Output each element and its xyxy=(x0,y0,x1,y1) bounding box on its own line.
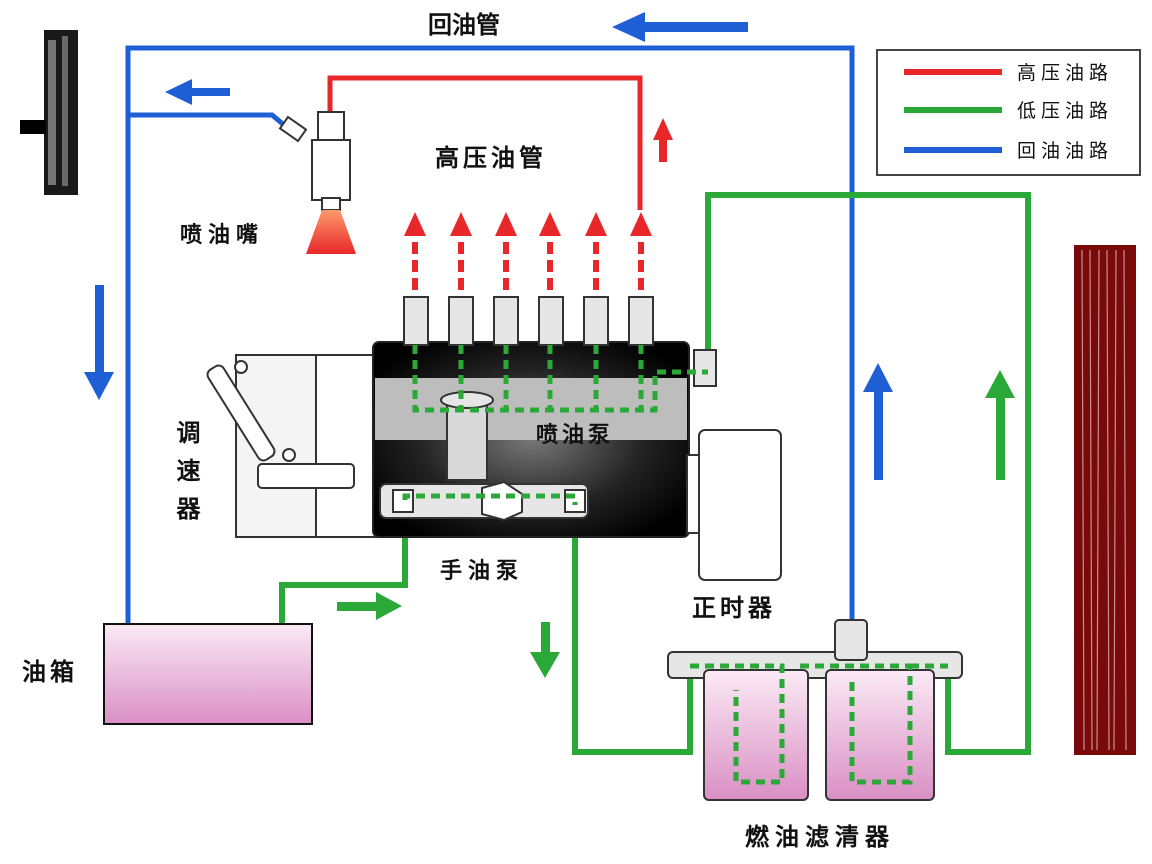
label-return-pipe: 回油管 xyxy=(428,11,500,39)
label-governor: 调速器 xyxy=(172,420,201,534)
legend: 高压油路 低压油路 回油油路 xyxy=(876,49,1141,176)
label-filter: 燃油滤清器 xyxy=(745,823,895,851)
fuel-filter xyxy=(667,619,963,801)
label-timer: 正时器 xyxy=(692,594,776,622)
high-pressure-up-arrow xyxy=(653,118,673,162)
governor xyxy=(206,354,377,538)
injector-nozzle xyxy=(278,111,356,254)
right-stamp-mark xyxy=(1074,245,1136,755)
label-injector: 喷油嘴 xyxy=(180,223,264,248)
fuel-tank xyxy=(103,623,313,725)
hex-nut-icon xyxy=(481,480,523,522)
arrow-left-icon xyxy=(612,12,748,42)
arrow-up-icon xyxy=(985,370,1015,480)
high-pressure-pipe xyxy=(327,75,643,210)
spray-icon xyxy=(306,210,356,254)
legend-label-return: 回油油路 xyxy=(1017,140,1113,162)
return-arrows xyxy=(84,12,893,480)
label-injection-pump: 喷油泵 xyxy=(536,423,614,448)
legend-label-high: 高压油路 xyxy=(1017,62,1113,84)
arrow-down-icon xyxy=(530,622,560,678)
arrow-up-icon xyxy=(863,363,893,480)
legend-label-low: 低压油路 xyxy=(1017,100,1113,122)
label-hand-pump: 手油泵 xyxy=(440,559,524,584)
arrow-left-icon xyxy=(165,79,230,105)
timer xyxy=(686,429,782,581)
label-tank: 油箱 xyxy=(22,658,78,686)
low-pressure-arrows xyxy=(337,370,1015,678)
label-high-pressure-pipe: 高压油管 xyxy=(435,144,547,172)
injection-pump xyxy=(372,296,717,538)
arrow-down-icon xyxy=(84,285,114,400)
internal-low-pressure xyxy=(402,345,708,505)
pump-outlet-arrows xyxy=(404,212,652,362)
arrow-right-icon xyxy=(337,592,402,620)
left-stamp-text xyxy=(20,30,78,195)
